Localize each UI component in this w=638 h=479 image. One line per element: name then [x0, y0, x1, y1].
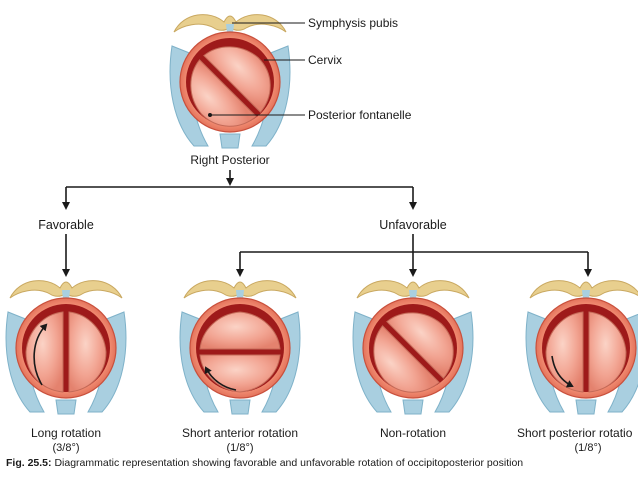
symphysis-label: Symphysis pubis — [308, 16, 398, 30]
outcome-name: Short anterior rotation — [182, 426, 298, 440]
pelvis-long-rotation — [5, 279, 127, 415]
outcome-name: Non-rotation — [380, 426, 446, 440]
outcome-amount: (3/8°) — [52, 442, 79, 454]
outcome-name: Short posterior rotatio — [517, 426, 633, 440]
top-leader-lines — [208, 22, 305, 117]
unfavorable-label: Unfavorable — [379, 218, 446, 232]
top-pelvis — [169, 13, 291, 149]
pelvis-short-anterior-rotation — [179, 279, 301, 415]
position-label: Right Posterior — [190, 153, 269, 167]
cervix-label: Cervix — [308, 53, 342, 67]
figure-number: Fig. 25.5: — [6, 457, 52, 469]
fontanelle-label: Posterior fontanelle — [308, 108, 412, 122]
favorable-label: Favorable — [38, 218, 94, 232]
rotation-arrow-icon — [204, 366, 237, 391]
rotation-arrow-icon — [551, 355, 574, 388]
outcome-amount: (1/8°) — [574, 442, 601, 454]
figure-caption: Fig. 25.5: Diagrammatic representation s… — [6, 457, 638, 469]
outcome-amount: (1/8°) — [226, 442, 253, 454]
pelvis-non-rotation — [352, 279, 474, 415]
caption-text: Diagrammatic representation showing favo… — [54, 457, 524, 469]
flow-connectors — [62, 170, 592, 277]
rotation-arrow-icon — [33, 323, 48, 386]
pelvis-short-posterior-rotation — [525, 279, 638, 415]
outcome-name: Long rotation — [31, 426, 101, 440]
